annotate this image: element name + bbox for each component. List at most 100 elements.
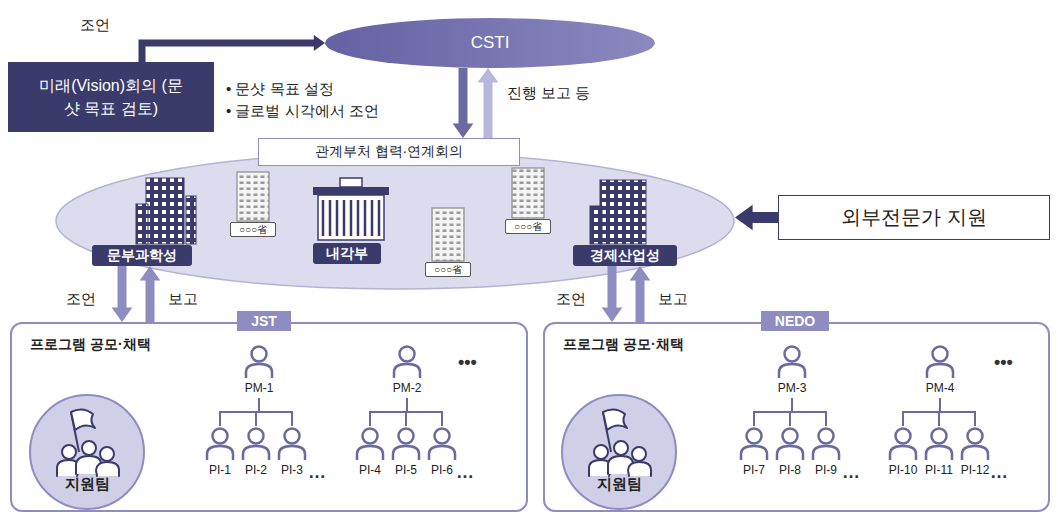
ministry-name: 문부과학성: [107, 247, 177, 265]
person-label: PI-10: [889, 463, 918, 477]
person-icon: [390, 344, 424, 380]
edge-label: 조언: [64, 290, 98, 309]
council-label: CSTI: [471, 33, 510, 53]
person-node: PI-3: [273, 426, 311, 480]
connector: [630, 266, 651, 322]
ellipsis-mark: …: [990, 462, 1008, 483]
cabinet-column: [322, 200, 325, 236]
agency-panel: NEDO프로그램 공모·채택지원팀PM-3PM-4PI-7PI-8PI-9PI-…: [543, 322, 1050, 512]
ellipsis-mark: •••: [994, 352, 1013, 373]
person-icon: [275, 426, 309, 462]
ministry-placeholder: ○○○省: [434, 263, 462, 277]
cabinet-column: [378, 200, 381, 236]
cabinet-column: [350, 200, 353, 236]
connector: [112, 266, 133, 322]
office-building: [432, 208, 464, 261]
person-label: PI-12: [961, 463, 990, 477]
edge-label: 조언: [554, 290, 588, 309]
person-node: PI-8: [771, 426, 809, 480]
connector: [370, 398, 407, 426]
person-label: PI-6: [431, 463, 453, 477]
person-label: PI-3: [281, 463, 303, 477]
support-team-circle: 지원팀: [29, 394, 145, 510]
agency-panel: JST프로그램 공모·채택지원팀PM-1PM-2PI-1PI-2PI-3PI-4…: [10, 322, 528, 512]
person-label: PI-9: [815, 463, 837, 477]
team-label: 지원팀: [65, 475, 110, 494]
connector: [903, 398, 940, 426]
connector: [754, 398, 792, 426]
ministry-tag: 경제산업성: [573, 245, 677, 266]
person-icon: [353, 426, 387, 462]
team-icon: [29, 394, 145, 510]
meeting-label: 미래(Vision)회의 (문샷 목표 검토): [36, 74, 186, 120]
panel-heading: 프로그램 공모·채택: [563, 336, 684, 354]
panel-heading: 프로그램 공모·채택: [30, 336, 151, 354]
person-node: PI-10: [884, 426, 922, 480]
edge-label: 보고: [166, 290, 200, 309]
connector: [792, 398, 826, 426]
person-icon: [773, 426, 807, 462]
office-building: [237, 172, 269, 221]
person-label: PI-2: [245, 463, 267, 477]
edge-label: 보고: [656, 290, 690, 309]
person-icon: [737, 426, 771, 462]
person-icon: [958, 426, 992, 462]
person-label: PM-1: [245, 381, 274, 395]
person-icon: [922, 426, 956, 462]
ministry-small-tag: ○○○省: [505, 219, 551, 234]
person-node: PM-1: [240, 344, 278, 398]
support-label: 외부전문가 지원: [841, 204, 987, 231]
person-node: PI-6: [423, 426, 461, 480]
ministry-name: 내각부: [326, 245, 368, 263]
person-node: PM-2: [388, 344, 426, 398]
connector: [142, 35, 325, 62]
ministry-small-tag: ○○○省: [230, 222, 276, 237]
person-node: PI-5: [387, 426, 425, 480]
person-node: PI-7: [735, 426, 773, 480]
ministry-building: [136, 204, 148, 244]
ministry-small-tag: ○○○省: [425, 262, 471, 277]
person-label: PI-11: [925, 463, 953, 477]
person-label: PI-7: [743, 463, 765, 477]
connector: [453, 68, 474, 138]
agency-tab: JST: [237, 311, 291, 331]
support-box: 외부전문가 지원: [778, 195, 1050, 240]
ministry-name: 경제산업성: [590, 247, 660, 265]
person-node: PI-12: [956, 426, 994, 480]
meeting-box: 미래(Vision)회의 (문샷 목표 검토): [8, 62, 214, 132]
person-icon: [239, 426, 273, 462]
ministry-tag: 내각부: [313, 243, 381, 264]
edge-label: 진행 보고 등: [505, 84, 592, 103]
ellipsis-mark: •••: [458, 352, 477, 373]
ministry-building: [186, 196, 196, 244]
ministry-building: [590, 206, 602, 244]
ellipsis-mark: …: [456, 462, 474, 483]
ellipsis-mark: …: [842, 462, 860, 483]
connector: [407, 398, 442, 426]
connector: [140, 266, 161, 322]
person-label: PM-4: [926, 381, 955, 395]
person-node: PM-4: [921, 344, 959, 398]
team-icon: [561, 394, 677, 510]
cabinet-column: [357, 200, 360, 236]
ministry-tag: 문부과학성: [92, 245, 192, 266]
cabinet-building: [318, 195, 384, 240]
ellipsis-mark: …: [308, 462, 326, 483]
person-node: PM-3: [773, 344, 811, 398]
connector: [220, 398, 259, 426]
bullet-note: • 글로벌 시각에서 조언: [226, 102, 379, 121]
person-icon: [425, 426, 459, 462]
person-label: PM-2: [393, 381, 422, 395]
person-node: PI-11: [920, 426, 958, 480]
person-label: PI-1: [209, 463, 231, 477]
edge-label: 조언: [78, 16, 112, 35]
connector: [735, 205, 778, 230]
connector: [940, 398, 975, 426]
cabinet-column: [329, 200, 332, 236]
cabinet-column: [343, 200, 346, 236]
council-ellipse: CSTI: [325, 18, 655, 68]
person-icon: [389, 426, 423, 462]
person-label: PI-8: [779, 463, 801, 477]
bullet-note: • 문샷 목표 설정: [226, 80, 334, 99]
